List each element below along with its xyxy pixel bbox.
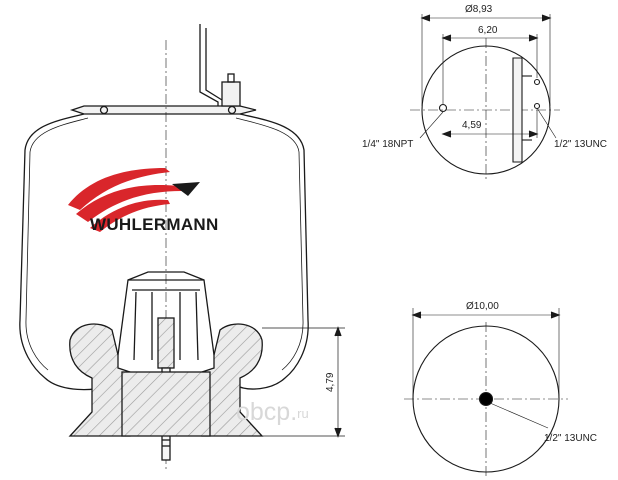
offset-arrow-right xyxy=(528,130,539,138)
left-port-thread-label: 1/4" 18NPT xyxy=(362,139,413,150)
fitting-slot xyxy=(512,57,523,163)
bottom-od-arrow-left xyxy=(411,311,422,319)
bellow-inner xyxy=(25,117,89,371)
brand-name: WUHLERMANN xyxy=(90,215,219,234)
right-stud-lower xyxy=(533,102,541,110)
center-thread-leader xyxy=(489,402,549,429)
height-dim-arrow-bottom xyxy=(334,427,342,438)
piston-base xyxy=(121,371,211,437)
bottom-od-label: Ø10,00 xyxy=(466,301,499,312)
left-port-leader xyxy=(419,111,444,139)
brand-logo xyxy=(68,168,200,232)
logo-swoosh-red-2 xyxy=(76,185,182,222)
top-od-label: Ø8,93 xyxy=(465,4,493,15)
piston-rib-2 xyxy=(195,291,199,361)
right-stud-leader xyxy=(536,107,557,139)
right-stud-upper xyxy=(533,78,541,86)
top-od-arrow-left xyxy=(420,14,431,22)
bottom-od-arrow-right xyxy=(550,311,561,319)
left-port-icon xyxy=(438,103,448,113)
watermark-suffix: ru xyxy=(297,406,309,421)
piston-body xyxy=(117,271,215,356)
bottom-view xyxy=(404,308,568,476)
right-stud-thread-label: 1/2" 13UNC xyxy=(554,139,607,150)
bolt-spacing-arrow-left xyxy=(441,34,452,42)
piston-rib-1 xyxy=(133,291,137,361)
center-nut xyxy=(157,317,175,369)
watermark-main: obcp. xyxy=(236,398,297,426)
center-thread-label: 1/2" 13UNC xyxy=(544,433,597,444)
bolt-spacing-arrow-right xyxy=(528,34,539,42)
bellow-outer xyxy=(19,113,111,391)
height-dim-arrow-top xyxy=(334,326,342,337)
air-fitting-nut xyxy=(221,81,241,107)
center-stud-icon xyxy=(478,391,494,407)
air-fitting-stem xyxy=(227,73,235,83)
piston-cap xyxy=(128,279,204,291)
air-fitting-bracket xyxy=(199,24,223,106)
logo-swoosh-red-3 xyxy=(90,199,170,232)
offset-label: 4,59 xyxy=(462,120,482,131)
watermark-text: obcp.ru xyxy=(236,398,309,426)
side-view xyxy=(19,24,345,470)
logo-swoosh-red xyxy=(68,168,170,210)
bead-bolt-left xyxy=(99,105,109,115)
height-dim-label: 4,79 xyxy=(325,372,336,392)
bellow-outer-right xyxy=(234,113,309,390)
top-od-arrow-right xyxy=(541,14,552,22)
top-view xyxy=(410,14,560,182)
logo-swoosh-dark xyxy=(172,182,200,196)
offset-arrow-left xyxy=(441,130,452,138)
bolt-spacing-label: 6,20 xyxy=(478,25,498,36)
piston-left-section xyxy=(68,323,131,437)
bellow-inner-right xyxy=(235,117,304,371)
